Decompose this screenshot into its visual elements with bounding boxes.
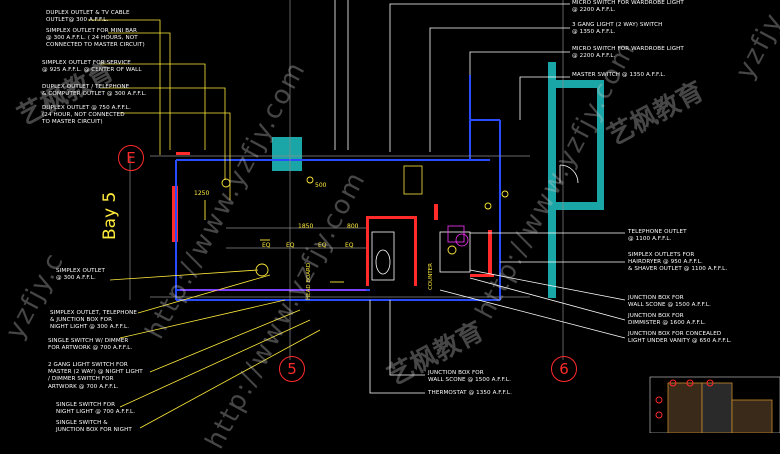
label-simplex-300: SIMPLEX OUTLET @ 300 A.F.F.L. xyxy=(56,268,106,282)
grid-marker-5: 5 xyxy=(279,356,305,382)
label-3gang-switch: 3 GANG LIGHT (2 WAY) SWITCH @ 1350 A.F.F… xyxy=(572,22,663,36)
label-single-switch-junction: SINGLE SWITCH & JUNCTION BOX FOR NIGHT xyxy=(56,420,132,434)
label-minibar-outlet: SIMPLEX OUTLET FOR MINI BAR @ 300 A.F.F.… xyxy=(46,28,145,49)
label-junction-wall-scone-bottom: JUNCTION BOX FOR WALL SCONE @ 1500 A.F.F… xyxy=(428,370,511,384)
label-service-outlet: SIMPLEX OUTLET FOR SERVICE @ 925 A.F.F.L… xyxy=(42,60,142,74)
label-junction-wall-scone: JUNCTION BOX FOR WALL SCONE @ 1500 A.F.F… xyxy=(628,295,711,309)
dimension-eq-1: EQ xyxy=(286,242,295,249)
outlet-symbols xyxy=(204,176,509,283)
cad-drawing-canvas[interactable] xyxy=(0,0,780,433)
magenta-elements xyxy=(180,225,465,291)
mini-plan xyxy=(649,376,780,433)
dimension-1850: 1850 xyxy=(298,223,314,230)
leader-lines-left xyxy=(88,19,321,429)
dimension-500: 500 xyxy=(315,182,327,189)
leader-lines-top xyxy=(334,0,570,152)
teal-wall xyxy=(272,62,604,298)
label-telephone-outlet: TELEPHONE OUTLET @ 1100 A.F.F.L. xyxy=(628,229,687,243)
dimension-800: 800 xyxy=(347,223,359,230)
grid-marker-6: 6 xyxy=(551,356,577,382)
dimension-1250: 1250 xyxy=(194,190,210,197)
dimension-eq-3: EQ xyxy=(262,242,271,249)
label-duplex-750: DUPLEX OUTLET @ 750 A.F.F.L. (24 HOUR, N… xyxy=(42,105,132,126)
label-hairdryer-outlets: SIMPLEX OUTLETS FOR HAIRDRYER @ 950 A.F.… xyxy=(628,252,728,273)
grid-marker-e: E xyxy=(118,145,144,171)
label-micro-switch-2: MICRO SWITCH FOR WARDROBE LIGHT @ 2200 A… xyxy=(572,46,684,60)
label-duplex-tv: DUPLEX OUTLET & TV CABLE OUTLET@ 300 A.F… xyxy=(46,10,130,24)
dimension-eq-4: EQ xyxy=(345,242,354,249)
label-simplex-telephone: SIMPLEX OUTLET, TELEPHONE & JUNCTION BOX… xyxy=(50,310,138,331)
label-duplex-telephone: DUPLEX OUTLET / TELEPHONE & COMPUTER OUT… xyxy=(42,84,147,98)
leader-lines-right xyxy=(369,232,626,394)
counter-text: COUNTER xyxy=(428,263,434,290)
bay-label: Bay 5 xyxy=(100,191,120,240)
label-junction-dimmister: JUNCTION BOX FOR DIMMISTER @ 1600 A.F.F.… xyxy=(628,313,706,327)
label-thermostat: THERMOSTAT @ 1350 A.F.F.L. xyxy=(428,390,512,396)
dimension-eq-2: EQ xyxy=(318,242,327,249)
label-2gang-master: 2 GANG LIGHT SWITCH FOR MASTER (2 WAY) @… xyxy=(48,362,143,390)
label-dimmer-artwork: SINGLE SWITCH W/ DIMMER FOR ARTWORK @ 70… xyxy=(48,338,133,352)
label-night-light-switch: SINGLE SWITCH FOR NIGHT LIGHT @ 700 A.F.… xyxy=(56,402,136,416)
bathroom-fixtures xyxy=(371,164,579,281)
label-master-switch: MASTER SWITCH @ 1350 A.F.F.L. xyxy=(572,72,666,78)
label-junction-vanity: JUNCTION BOX FOR CONCEALED LIGHT UNDER V… xyxy=(628,331,732,345)
label-micro-switch-1: MICRO SWITCH FOR WARDROBE LIGHT @ 2200 A… xyxy=(572,0,684,14)
